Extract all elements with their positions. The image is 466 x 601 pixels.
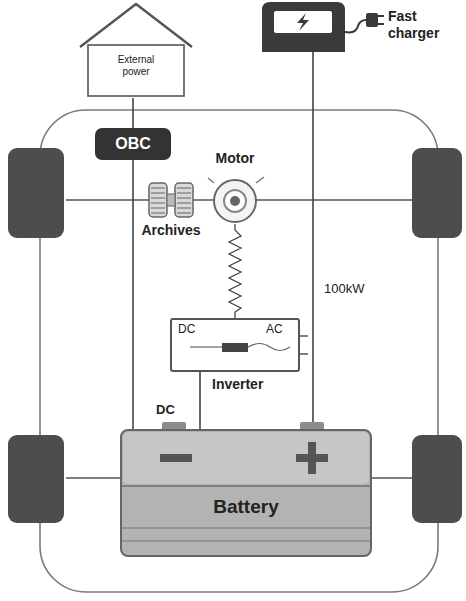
spring-connector — [229, 224, 241, 318]
terminal-label: DC — [156, 403, 186, 418]
battery-icon — [120, 422, 372, 558]
inverter-node: DC AC Inverter — [170, 318, 300, 396]
node-label-holder: Motor — [200, 150, 270, 166]
battery-node: Battery — [120, 422, 372, 558]
wire-connector — [312, 52, 314, 422]
node-label: Motor — [200, 150, 270, 166]
house-icon — [78, 2, 194, 98]
motor-node: Motor — [200, 150, 270, 224]
terminal-label-holder: DC — [156, 403, 186, 418]
node-label: OBC — [95, 135, 171, 153]
node-label-holder: External power — [108, 54, 164, 78]
node-label-holder: DC — [178, 323, 208, 337]
node-text: AC — [266, 323, 296, 337]
node-label: DC — [178, 323, 208, 337]
node-label-holder: OBC — [95, 135, 171, 153]
wheel — [412, 435, 462, 523]
wire-connector — [132, 98, 134, 128]
node-label-holder: Fast charger — [388, 8, 458, 42]
transmission-node: Archives — [136, 180, 206, 242]
node-label: External power — [108, 54, 164, 78]
node-label-holder: Archives — [136, 222, 206, 238]
power-label: 100kW — [322, 282, 366, 297]
house-node: External power — [78, 2, 194, 98]
node-label-holder: Battery — [120, 496, 372, 518]
node-label: Fast charger — [388, 8, 458, 42]
node-label: Archives — [136, 222, 206, 238]
car-body — [40, 110, 438, 592]
power-label-holder: 100kW — [322, 282, 366, 297]
wheel — [412, 148, 462, 238]
wire-connector — [132, 160, 134, 430]
node-text-holder: AC — [266, 323, 296, 337]
node-label: Battery — [120, 496, 372, 518]
node-text-holder: Inverter — [212, 376, 298, 392]
wheel — [8, 148, 64, 238]
process-box: OBC — [95, 128, 171, 160]
node-text: Inverter — [212, 376, 298, 392]
wheel — [8, 435, 64, 523]
charger-node: Fast charger — [262, 2, 460, 52]
wire-connector — [199, 372, 201, 430]
